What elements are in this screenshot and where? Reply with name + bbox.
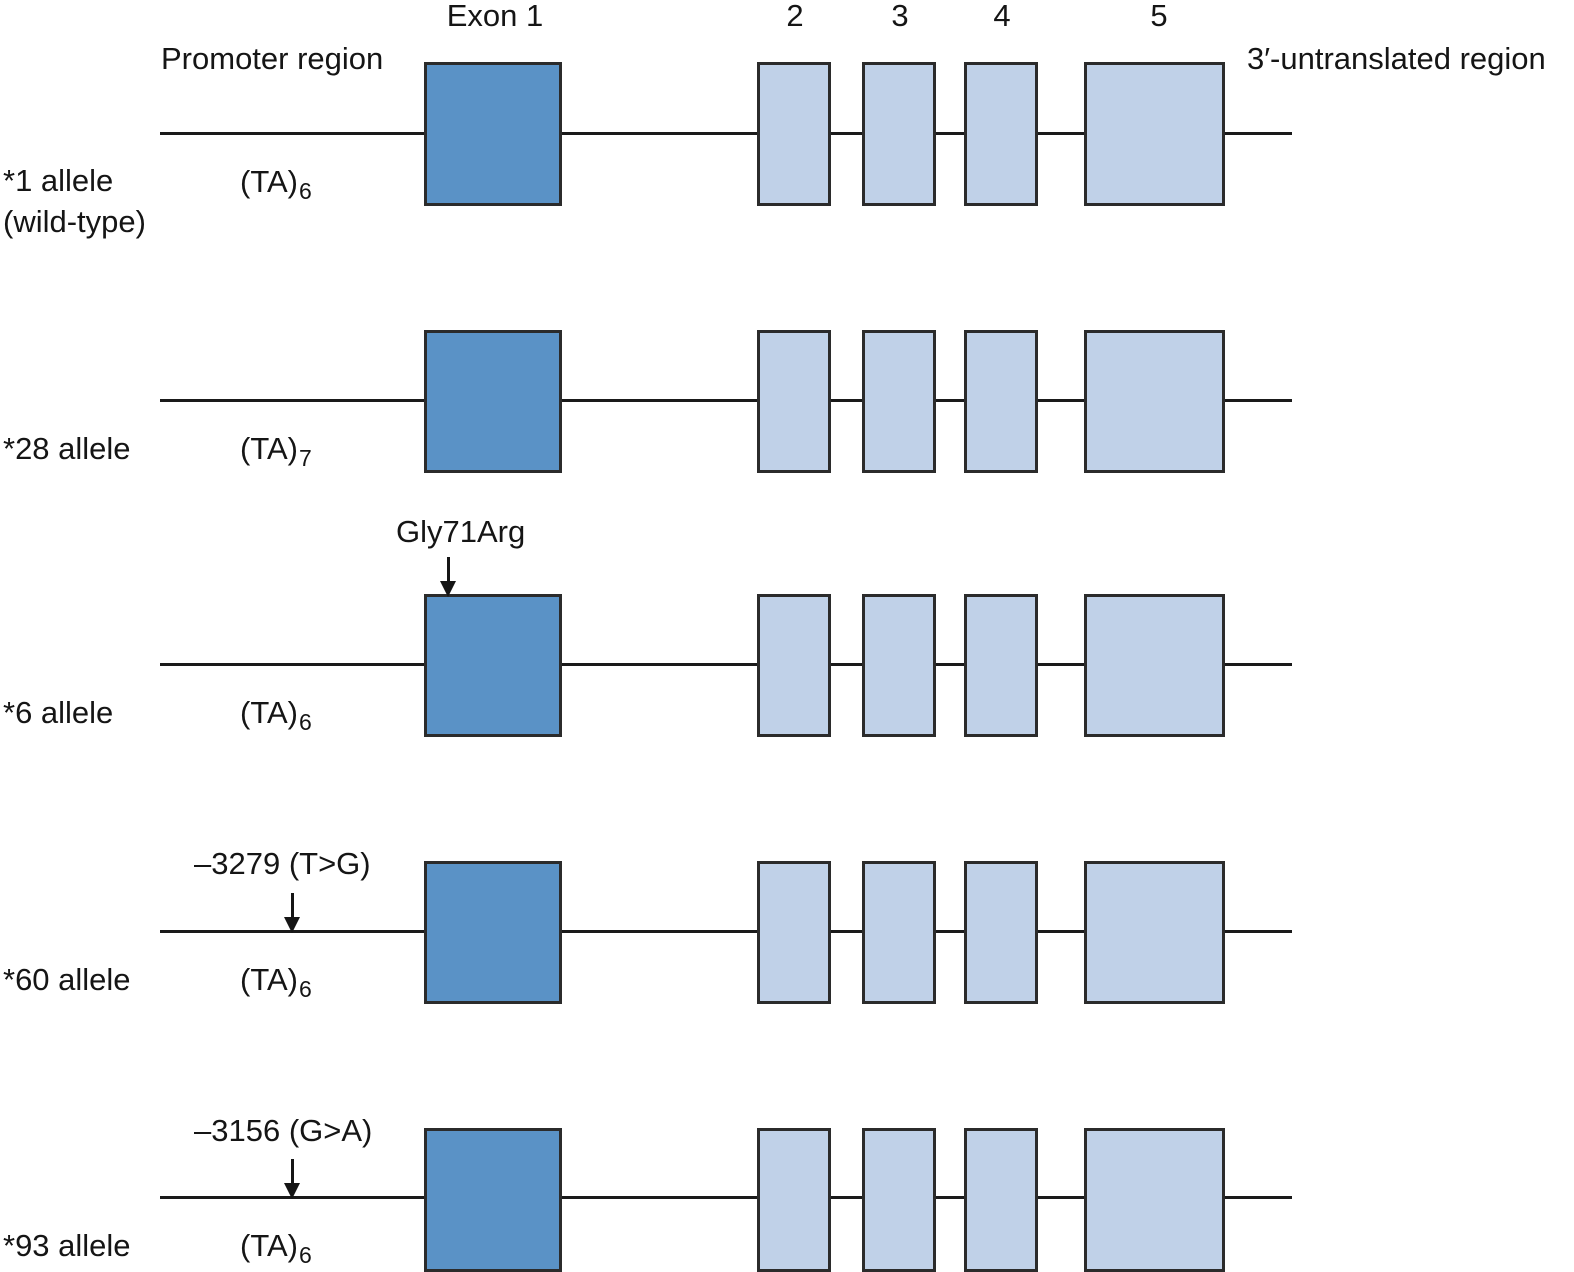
mutation-arrow-icon bbox=[282, 893, 302, 933]
exon-3-box bbox=[862, 62, 936, 206]
exon-5-box bbox=[1084, 330, 1225, 473]
exon-1-box bbox=[424, 594, 562, 737]
gene-backbone-line bbox=[160, 132, 1292, 135]
gene-backbone-line bbox=[160, 930, 1292, 933]
ta-repeat-count: 6 bbox=[298, 178, 312, 204]
ta-repeat-count: 6 bbox=[298, 709, 312, 735]
exon-2-box bbox=[757, 62, 831, 206]
exon-4-box bbox=[964, 1128, 1038, 1272]
exon-3-box bbox=[862, 330, 936, 473]
exon-1-box bbox=[424, 1128, 562, 1272]
mutation-arrow-icon bbox=[282, 1159, 302, 1199]
exon-4-box bbox=[964, 594, 1038, 737]
exon-1-box bbox=[424, 330, 562, 473]
exon-4-box bbox=[964, 330, 1038, 473]
exon-4-box bbox=[964, 861, 1038, 1004]
exon-3-box bbox=[862, 1128, 936, 1272]
exon-5-box bbox=[1084, 861, 1225, 1004]
exon-2-box bbox=[757, 330, 831, 473]
exon-1-box bbox=[424, 62, 562, 206]
gene-backbone-line bbox=[160, 663, 1292, 666]
ta-repeat-text: (TA) bbox=[240, 695, 298, 730]
exon-2-box bbox=[757, 861, 831, 1004]
exon-2-number-label: 2 bbox=[786, 0, 804, 33]
promoter-region-label: Promoter region bbox=[161, 41, 384, 76]
exon-3-number-label: 3 bbox=[891, 0, 909, 33]
exon-3-box bbox=[862, 594, 936, 737]
exon-5-box bbox=[1084, 594, 1225, 737]
gene-backbone-line bbox=[160, 1196, 1292, 1199]
ta-repeat-label: (TA)6 bbox=[240, 961, 312, 1002]
ta-repeat-label: (TA)6 bbox=[240, 694, 312, 735]
exon-2-box bbox=[757, 1128, 831, 1272]
ta-repeat-label: (TA)6 bbox=[240, 163, 312, 204]
exon-2-box bbox=[757, 594, 831, 737]
ta-repeat-count: 7 bbox=[298, 445, 312, 471]
allele-label-line1: *93 allele bbox=[3, 1228, 131, 1263]
ta-repeat-count: 6 bbox=[298, 1242, 312, 1268]
exon-4-number-label: 4 bbox=[993, 0, 1011, 33]
ta-repeat-label: (TA)6 bbox=[240, 1227, 312, 1268]
exon-5-number-label: 5 bbox=[1150, 0, 1168, 33]
ta-repeat-text: (TA) bbox=[240, 164, 298, 199]
mutation-label: –3156 (G>A) bbox=[194, 1113, 373, 1148]
allele-label-line2: (wild-type) bbox=[3, 204, 146, 239]
gene-backbone-line bbox=[160, 399, 1292, 402]
allele-label-line1: *60 allele bbox=[3, 962, 131, 997]
ta-repeat-count: 6 bbox=[298, 976, 312, 1002]
utr-label: 3′-untranslated region bbox=[1247, 41, 1546, 76]
mutation-label: Gly71Arg bbox=[396, 514, 526, 549]
mutation-label: –3279 (T>G) bbox=[194, 846, 371, 881]
ta-repeat-label: (TA)7 bbox=[240, 430, 312, 471]
exon-3-box bbox=[862, 861, 936, 1004]
allele-label-line1: *1 allele bbox=[3, 163, 114, 198]
allele-label-line1: *6 allele bbox=[3, 695, 114, 730]
exon-4-box bbox=[964, 62, 1038, 206]
exon-5-box bbox=[1084, 62, 1225, 206]
mutation-arrow-icon bbox=[438, 557, 458, 597]
exon-1-box bbox=[424, 861, 562, 1004]
ta-repeat-text: (TA) bbox=[240, 962, 298, 997]
ta-repeat-text: (TA) bbox=[240, 431, 298, 466]
ta-repeat-text: (TA) bbox=[240, 1228, 298, 1263]
allele-label-line1: *28 allele bbox=[3, 431, 131, 466]
exon-1-number-label: Exon 1 bbox=[446, 0, 544, 33]
exon-5-box bbox=[1084, 1128, 1225, 1272]
